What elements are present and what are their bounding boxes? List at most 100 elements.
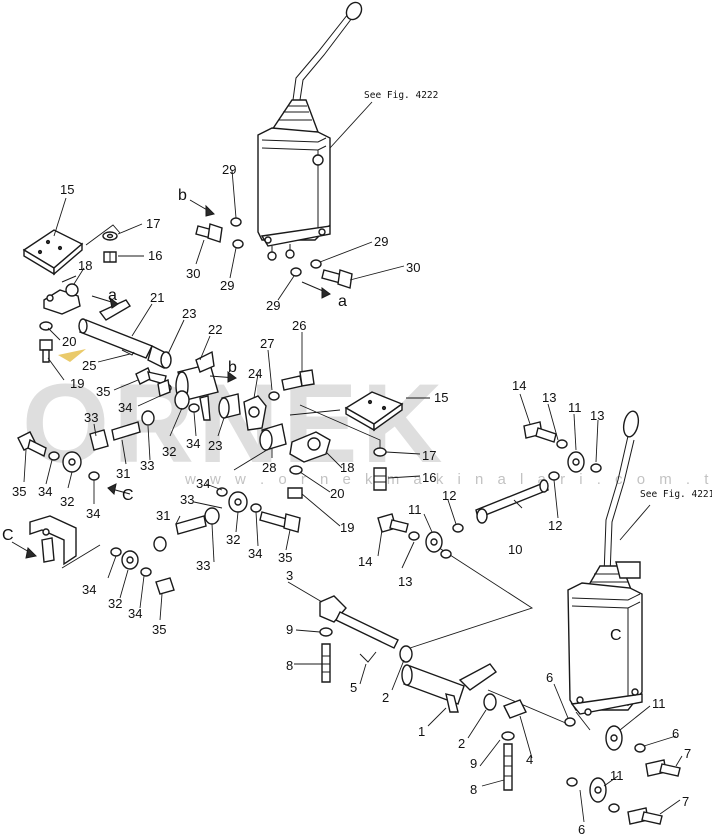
callout-19: 19 <box>340 520 354 535</box>
upper-left-assembly <box>22 229 172 370</box>
callout-22: 22 <box>208 322 222 337</box>
callout-34: 34 <box>248 546 262 561</box>
lever-knob-icon <box>622 410 640 438</box>
callout-6: 6 <box>546 670 553 685</box>
callout-25: 25 <box>82 358 96 373</box>
callout-20: 20 <box>330 486 344 501</box>
callout-15: 15 <box>434 390 448 405</box>
callout-3: 3 <box>286 568 293 583</box>
watermark-url: w w w . o r n e k m a k i n a l a r i . … <box>184 471 712 488</box>
view-c-bracket <box>29 515 175 595</box>
callout-29: 29 <box>374 234 388 249</box>
callout-17: 17 <box>422 448 436 463</box>
callout-13: 13 <box>590 408 604 423</box>
callout-31: 31 <box>116 466 130 481</box>
callout-7: 7 <box>682 794 689 809</box>
callout-33: 33 <box>180 492 194 507</box>
lower-control-lever: C <box>567 410 643 716</box>
lower-shaft-assembly <box>319 595 413 683</box>
callout-2: 2 <box>382 690 389 705</box>
lever-knob-icon <box>345 1 363 21</box>
callout-31: 31 <box>156 508 170 523</box>
callout-34: 34 <box>118 400 132 415</box>
callout-1: 1 <box>418 724 425 739</box>
view-letter-b: b <box>178 187 187 204</box>
callout-11: 11 <box>408 502 422 517</box>
callout-29: 29 <box>222 162 236 177</box>
callout-34: 34 <box>196 476 210 491</box>
callout-23: 23 <box>208 438 222 453</box>
callout-6: 6 <box>672 726 679 741</box>
callout-6: 6 <box>578 822 585 837</box>
callout-26: 26 <box>292 318 306 333</box>
callout-13: 13 <box>398 574 412 589</box>
callout-35: 35 <box>152 622 166 637</box>
callout-9: 9 <box>470 756 477 771</box>
callout-34: 34 <box>38 484 52 499</box>
callout-35: 35 <box>278 550 292 565</box>
view-arrows: a a b b C C <box>2 187 347 559</box>
lever-c-label: C <box>610 627 622 644</box>
callout-32: 32 <box>60 494 74 509</box>
reference-lower: See Fig. 4221 <box>640 489 712 500</box>
reference-upper: See Fig. 4222 <box>364 90 438 101</box>
callout-8: 8 <box>470 782 477 797</box>
callout-34: 34 <box>186 436 200 451</box>
callout-23: 23 <box>182 306 196 321</box>
callout-10: 10 <box>508 542 522 557</box>
callout-16: 16 <box>422 470 436 485</box>
callout-35: 35 <box>12 484 26 499</box>
callout-2: 2 <box>458 736 465 751</box>
callout-32: 32 <box>162 444 176 459</box>
callout-4: 4 <box>526 752 533 767</box>
shaft-1-assembly <box>401 663 527 791</box>
callout-29: 29 <box>266 298 280 313</box>
callout-27: 27 <box>260 336 274 351</box>
view-letter-c: C <box>2 527 14 544</box>
callout-34: 34 <box>82 582 96 597</box>
callout-16: 16 <box>148 248 162 263</box>
right-lower-parts <box>564 717 681 825</box>
callout-19: 19 <box>70 376 84 391</box>
callout-15: 15 <box>60 182 74 197</box>
callout-33: 33 <box>140 458 154 473</box>
callout-13: 13 <box>542 390 556 405</box>
callout-30: 30 <box>406 260 420 275</box>
view-letter-c: C <box>122 487 134 504</box>
callout-33: 33 <box>196 558 210 573</box>
callout-5: 5 <box>350 680 357 695</box>
callout-24: 24 <box>248 366 262 381</box>
callout-32: 32 <box>226 532 240 547</box>
callout-9: 9 <box>286 622 293 637</box>
callout-11: 11 <box>568 400 582 415</box>
callout-33: 33 <box>84 410 98 425</box>
callout-34: 34 <box>86 506 100 521</box>
view-letter-a: a <box>108 287 117 304</box>
callout-numbers: 15 17 16 18 21 20 25 19 23 22 35 34 33 3… <box>12 162 691 837</box>
callout-21: 21 <box>150 290 164 305</box>
right-rod-assembly <box>377 421 602 559</box>
lever-box <box>567 582 643 711</box>
callout-18: 18 <box>340 460 354 475</box>
right-upper-assembly <box>287 391 404 499</box>
callout-18: 18 <box>78 258 92 273</box>
callout-11: 11 <box>610 768 624 783</box>
callout-29: 29 <box>220 278 234 293</box>
view-letter-b: b <box>228 359 237 376</box>
callout-7: 7 <box>684 746 691 761</box>
callout-32: 32 <box>108 596 122 611</box>
callout-20: 20 <box>62 334 76 349</box>
callout-35: 35 <box>96 384 110 399</box>
left-row-parts <box>17 379 171 481</box>
callout-8: 8 <box>286 658 293 673</box>
callout-12: 12 <box>548 518 562 533</box>
callout-17: 17 <box>146 216 160 231</box>
callout-34: 34 <box>128 606 142 621</box>
plate <box>22 229 84 269</box>
callout-11: 11 <box>652 696 666 711</box>
view-letter-a: a <box>338 293 347 310</box>
callout-30: 30 <box>186 266 200 281</box>
callout-14: 14 <box>358 554 372 569</box>
upper-control-lever <box>257 1 363 261</box>
